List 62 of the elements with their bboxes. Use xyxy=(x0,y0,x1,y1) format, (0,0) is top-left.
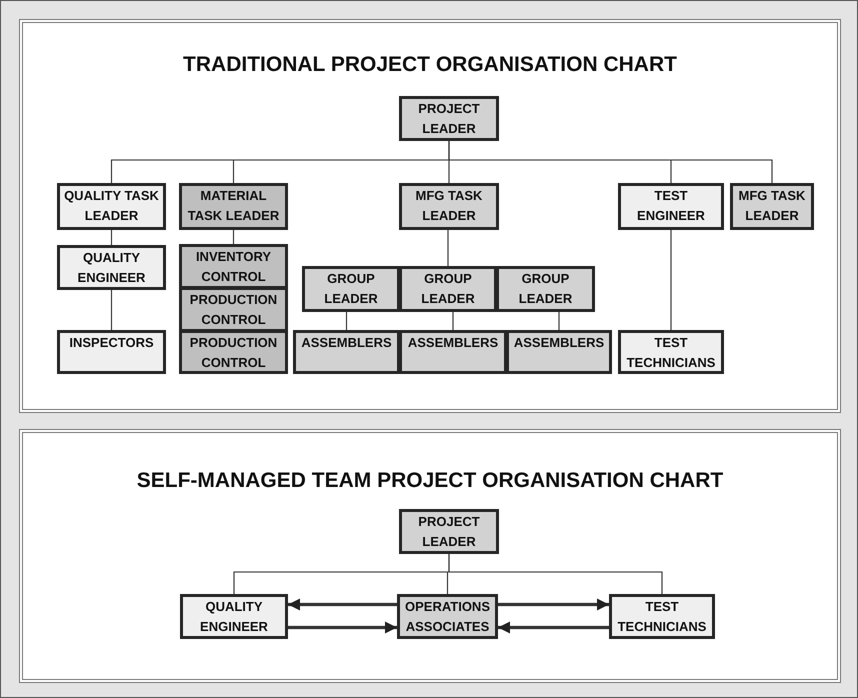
org-box xyxy=(618,183,724,230)
org-box xyxy=(179,330,288,374)
arrow xyxy=(288,622,397,634)
chart-panel xyxy=(19,429,841,683)
box-label: PRODUCTION CONTROL xyxy=(188,291,278,329)
org-box xyxy=(399,266,497,312)
box-label: ASSEMBLERS xyxy=(512,334,606,352)
connector-line xyxy=(452,312,454,330)
connector-line xyxy=(670,230,672,330)
arrow xyxy=(498,622,609,634)
box-label: ASSEMBLERS xyxy=(406,334,500,352)
box-label: OPERATIONS ASSOCIATES xyxy=(404,598,491,636)
org-box xyxy=(180,594,288,639)
box-label: INVENTORY CONTROL xyxy=(194,248,272,286)
box-label: PROJECT LEADER xyxy=(417,100,481,138)
box-label: MFG TASK LEADER xyxy=(414,187,484,225)
box-label: PRODUCTION CONTROL xyxy=(188,334,278,372)
connector-line xyxy=(110,290,112,330)
box-label: GROUP LEADER xyxy=(518,270,574,308)
chart-title: TRADITIONAL PROJECT ORGANISATION CHART xyxy=(182,53,678,77)
connector-line xyxy=(448,141,773,183)
box-label: MATERIAL TASK LEADER xyxy=(186,187,280,225)
connector-line xyxy=(558,312,560,330)
org-box xyxy=(399,509,499,554)
connector-line xyxy=(232,230,234,244)
org-box xyxy=(397,594,498,639)
connector-line xyxy=(110,230,112,245)
org-box xyxy=(302,266,400,312)
box-label: ASSEMBLERS xyxy=(300,334,393,352)
org-box xyxy=(179,244,288,289)
org-box xyxy=(399,330,507,374)
chart-title: SELF-MANAGED TEAM PROJECT ORGANISATION CHART xyxy=(136,469,724,493)
org-box xyxy=(506,330,612,374)
box-label: GROUP LEADER xyxy=(420,270,476,308)
org-box xyxy=(57,245,166,290)
arrow xyxy=(288,598,397,610)
box-label: TEST TECHNICIANS xyxy=(616,598,708,636)
box-label: TEST ENGINEER xyxy=(636,187,706,225)
chart-panel xyxy=(19,19,841,413)
org-box xyxy=(399,96,499,141)
org-box xyxy=(618,330,724,374)
org-box xyxy=(399,183,499,230)
org-box xyxy=(179,287,288,332)
connector-line xyxy=(346,312,348,330)
box-label: QUALITY ENGINEER xyxy=(76,249,146,287)
box-label: INSPECTORS xyxy=(68,334,155,352)
org-box xyxy=(57,183,166,230)
org-box xyxy=(609,594,715,639)
org-box xyxy=(57,330,166,374)
org-box xyxy=(730,183,814,230)
box-label: GROUP LEADER xyxy=(323,270,379,308)
box-label: PROJECT LEADER xyxy=(417,513,481,551)
org-box xyxy=(496,266,595,312)
box-label: MFG TASK LEADER xyxy=(738,187,806,225)
box-label: TEST TECHNICIANS xyxy=(626,334,716,372)
org-box xyxy=(179,183,288,230)
connector-line xyxy=(448,554,663,594)
connector-line xyxy=(447,230,449,266)
box-label: QUALITY TASK LEADER xyxy=(63,187,160,225)
org-box xyxy=(293,330,400,374)
box-label: QUALITY ENGINEER xyxy=(199,598,269,636)
arrow xyxy=(498,598,609,610)
